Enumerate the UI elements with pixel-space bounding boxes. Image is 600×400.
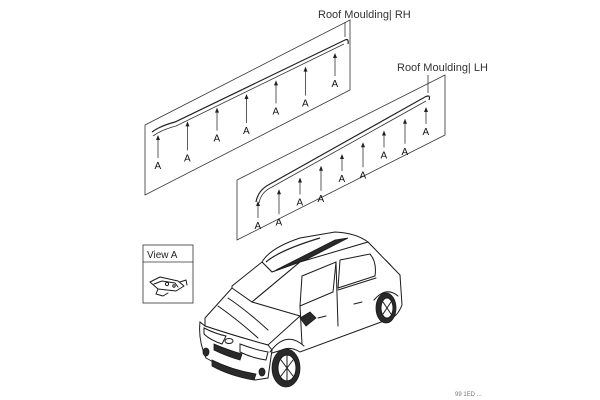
- rh-moulding-strip-edge: [152, 43, 345, 137]
- car-wheel-front: [271, 348, 301, 388]
- lh-arrow-head-3: [298, 177, 302, 183]
- view-a-box: [142, 244, 194, 304]
- lh-marker-5: A: [339, 154, 346, 185]
- rh-marker-label-7: A: [332, 79, 339, 90]
- lh-marker-4: A: [318, 165, 325, 205]
- car-logo: [224, 338, 234, 344]
- lh-marker-label-2: A: [276, 217, 283, 228]
- rh-moulding-panel: Roof Moulding| RH A A A A A A A: [144, 9, 411, 196]
- lh-arrow-head-7: [382, 130, 386, 136]
- car-roof-moulding-rh: [265, 237, 321, 263]
- rh-arrow-head-5: [274, 80, 278, 86]
- lh-moulding-label: Roof Moulding| LH: [397, 62, 488, 74]
- rh-marker-label-2: A: [184, 153, 191, 164]
- lh-marker-label-6: A: [360, 170, 367, 181]
- lh-marker-label-5: A: [339, 174, 346, 185]
- lh-panel-frame: [236, 74, 446, 241]
- rh-markers: A A A A A A A: [155, 53, 339, 172]
- car-illustration: [199, 231, 403, 388]
- lh-marker-9: A: [423, 107, 430, 138]
- lh-marker-7: A: [381, 130, 388, 162]
- rh-marker-1: A: [155, 135, 162, 172]
- rh-arrow-head-3: [215, 107, 219, 113]
- rh-marker-label-4: A: [243, 126, 250, 137]
- rh-marker-6: A: [302, 66, 309, 110]
- car-lower-grille: [211, 359, 257, 381]
- lh-arrow-head-5: [340, 154, 344, 159]
- clip-detail: [149, 276, 188, 297]
- lh-moulding-strip-edge: [258, 100, 427, 204]
- rh-marker-5: A: [273, 80, 280, 117]
- rh-marker-label-3: A: [214, 134, 221, 145]
- view-a-label: View A: [147, 250, 178, 261]
- car-headlight-left: [203, 327, 227, 345]
- lh-marker-label-7: A: [381, 151, 388, 162]
- lh-arrow-head-2: [277, 189, 281, 195]
- lh-marker-2: A: [276, 189, 283, 228]
- rh-arrow-head-7: [333, 53, 337, 58]
- rh-marker-3: A: [214, 107, 221, 145]
- rh-arrow-head-4: [244, 94, 249, 99]
- rh-moulding-label: Roof Moulding| RH: [318, 9, 411, 21]
- rh-marker-label-6: A: [302, 99, 309, 110]
- lh-marker-label-9: A: [423, 127, 430, 138]
- lh-moulding-strip: [255, 95, 431, 203]
- car-wheel-rear: [375, 292, 397, 324]
- lh-markers: A A A A A A A A A: [255, 107, 430, 232]
- lh-marker-1: A: [255, 201, 262, 232]
- car-mirror: [299, 311, 317, 327]
- lh-marker-label-4: A: [318, 194, 325, 205]
- lh-arrow-head-8: [403, 118, 407, 124]
- rh-arrow-head-6: [303, 66, 308, 72]
- rh-marker-2: A: [184, 121, 191, 164]
- lh-marker-label-8: A: [402, 147, 409, 158]
- rh-marker-label-1: A: [155, 161, 162, 172]
- view-a-inset: View A: [142, 244, 194, 304]
- lh-marker-label-1: A: [255, 221, 262, 232]
- diagram-code: 99 1ED ...: [455, 392, 482, 398]
- lh-moulding-panel: Roof Moulding| LH A A A A A A A A A: [236, 62, 488, 241]
- lh-arrow-head-1: [256, 201, 260, 206]
- lh-marker-label-3: A: [297, 198, 304, 209]
- rh-arrow-head-1: [156, 135, 160, 140]
- car-headlight-right: [239, 343, 269, 361]
- car-upper-grille: [213, 343, 243, 361]
- rh-marker-label-5: A: [273, 106, 280, 117]
- rh-arrow-head-2: [185, 121, 190, 127]
- lh-marker-3: A: [297, 177, 304, 209]
- rh-marker-4: A: [243, 94, 250, 137]
- lh-marker-6: A: [360, 142, 367, 181]
- car-door-lines: [299, 261, 377, 345]
- rh-moulding-strip: [151, 38, 349, 133]
- lh-arrow-head-9: [424, 107, 428, 112]
- rh-panel-frame: [144, 19, 351, 196]
- lh-arrow-head-4: [319, 165, 323, 171]
- rh-marker-7: A: [332, 53, 339, 90]
- lh-arrow-head-6: [361, 142, 365, 148]
- lh-marker-8: A: [402, 118, 409, 158]
